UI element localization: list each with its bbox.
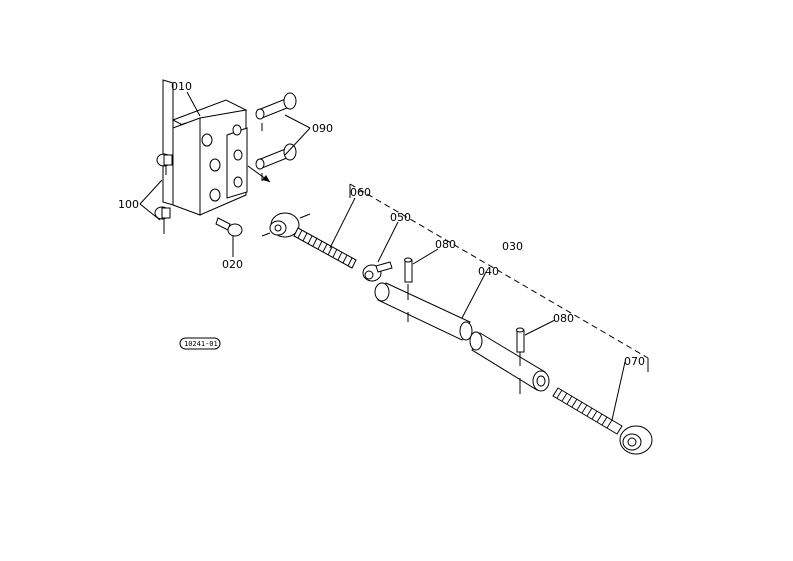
rod-end-left: [261, 212, 357, 269]
label-030: 030: [502, 240, 523, 253]
leader-lines: [139, 91, 626, 421]
lock-nut: [362, 261, 393, 282]
label-060: 060: [350, 186, 371, 199]
tube-left: [374, 282, 473, 341]
drawing-code-badge: 10241-01: [179, 337, 221, 350]
pin-lower: [255, 143, 297, 181]
label-100: 100: [118, 198, 139, 211]
spring-pin-lower: [516, 327, 525, 366]
pin-upper: [255, 92, 297, 131]
label-070: 070: [624, 355, 645, 368]
label-040: 040: [478, 265, 499, 278]
drawing-code: 10241-01: [184, 340, 218, 348]
bracket: [162, 79, 248, 216]
clip-lower: [154, 206, 171, 234]
label-090: 090: [312, 122, 333, 135]
tube-right: [469, 331, 550, 394]
spring-pin-upper: [404, 257, 413, 300]
label-080-upper: 080: [435, 238, 456, 251]
label-050: 050: [390, 211, 411, 224]
label-010: 010: [171, 80, 192, 93]
rod-end-right: [552, 387, 653, 455]
label-080-lower: 080: [553, 312, 574, 325]
arrow-head: [262, 175, 270, 182]
label-020: 020: [222, 258, 243, 271]
clip-upper: [156, 153, 173, 175]
bolt: [215, 217, 243, 237]
